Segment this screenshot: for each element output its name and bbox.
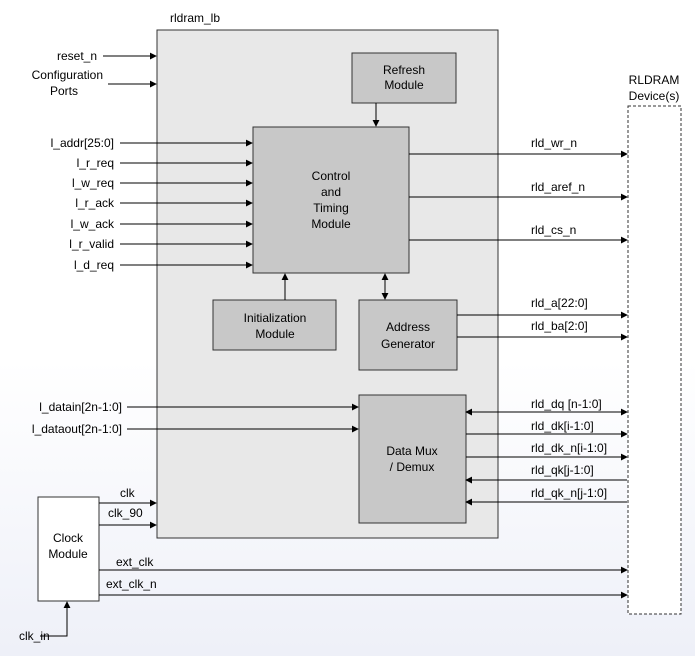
clock-label-clk: clk xyxy=(120,486,136,500)
control-module-label: Timing xyxy=(313,201,349,215)
address-generator xyxy=(358,299,458,371)
clock-label-ext-clk: ext_clk xyxy=(116,555,154,569)
output-label: rld_dk[i-1:0] xyxy=(531,419,594,433)
address-generator-label: Address xyxy=(386,320,430,334)
output-label: rld_dq [n-1:0] xyxy=(531,397,602,411)
input-label-reset-n: reset_n xyxy=(57,49,97,63)
rldram-device-box xyxy=(627,105,682,615)
input-label: l_w_req xyxy=(72,176,114,190)
init-module-label: Initialization xyxy=(244,311,307,325)
clock-label-clk-in: clk_in xyxy=(19,629,50,643)
clock-label-ext-clk-n: ext_clk_n xyxy=(106,577,157,591)
refresh-module-label: Module xyxy=(384,78,424,92)
input-label: l_addr[25:0] xyxy=(51,136,114,150)
clock-label-clk-90: clk_90 xyxy=(108,506,143,520)
input-label-datain: l_datain[2n-1:0] xyxy=(39,400,122,414)
input-label: l_r_ack xyxy=(75,196,115,210)
output-label-rld-a: rld_a[22:0] xyxy=(531,296,588,310)
output-label-rld-ba: rld_ba[2:0] xyxy=(531,319,588,333)
init-module-label: Module xyxy=(255,327,295,341)
control-module-label: and xyxy=(321,185,341,199)
input-label: l_r_valid xyxy=(69,237,114,251)
control-module-label: Control xyxy=(312,169,351,183)
device-title-line2: Device(s) xyxy=(629,89,680,103)
data-mux-demux xyxy=(358,394,467,524)
device-title-line1: RLDRAM xyxy=(629,73,680,87)
address-generator-label: Generator xyxy=(381,337,435,351)
control-inputs: l_addr[25:0] l_r_req l_w_req l_r_ack l_w… xyxy=(51,136,253,272)
output-label: rld_dk_n[i-1:0] xyxy=(531,441,607,455)
output-label: rld_qk_n[j-1:0] xyxy=(531,486,607,500)
output-label: rld_qk[j-1:0] xyxy=(531,463,594,477)
datamux-label: Data Mux xyxy=(386,444,437,458)
refresh-module-label: Refresh xyxy=(383,63,425,77)
data-outputs: rld_dq [n-1:0] rld_dk[i-1:0] rld_dk_n[i-… xyxy=(465,397,628,506)
input-label: l_r_req xyxy=(77,156,114,170)
control-timing-module xyxy=(252,126,410,274)
refresh-module xyxy=(351,52,457,104)
input-label-configuration: Configuration xyxy=(32,68,103,82)
clk-in-arrow xyxy=(40,601,71,637)
control-outputs: rld_wr_n rld_aref_n rld_cs_n xyxy=(409,136,628,244)
datamux-label: / Demux xyxy=(390,460,435,474)
clock-module xyxy=(37,496,100,602)
output-label: rld_aref_n xyxy=(531,180,585,194)
input-label-dataout: l_dataout[2n-1:0] xyxy=(32,422,122,436)
clock-module-label: Module xyxy=(48,547,88,561)
block-title: rldram_lb xyxy=(170,11,220,25)
input-label: l_d_req xyxy=(74,258,114,272)
control-module-label: Module xyxy=(311,217,351,231)
initialization-module xyxy=(212,299,337,351)
clock-module-label: Clock xyxy=(53,531,84,545)
input-label-ports: Ports xyxy=(50,84,78,98)
output-label: rld_wr_n xyxy=(531,136,577,150)
input-label: l_w_ack xyxy=(71,217,115,231)
output-label: rld_cs_n xyxy=(531,223,576,237)
